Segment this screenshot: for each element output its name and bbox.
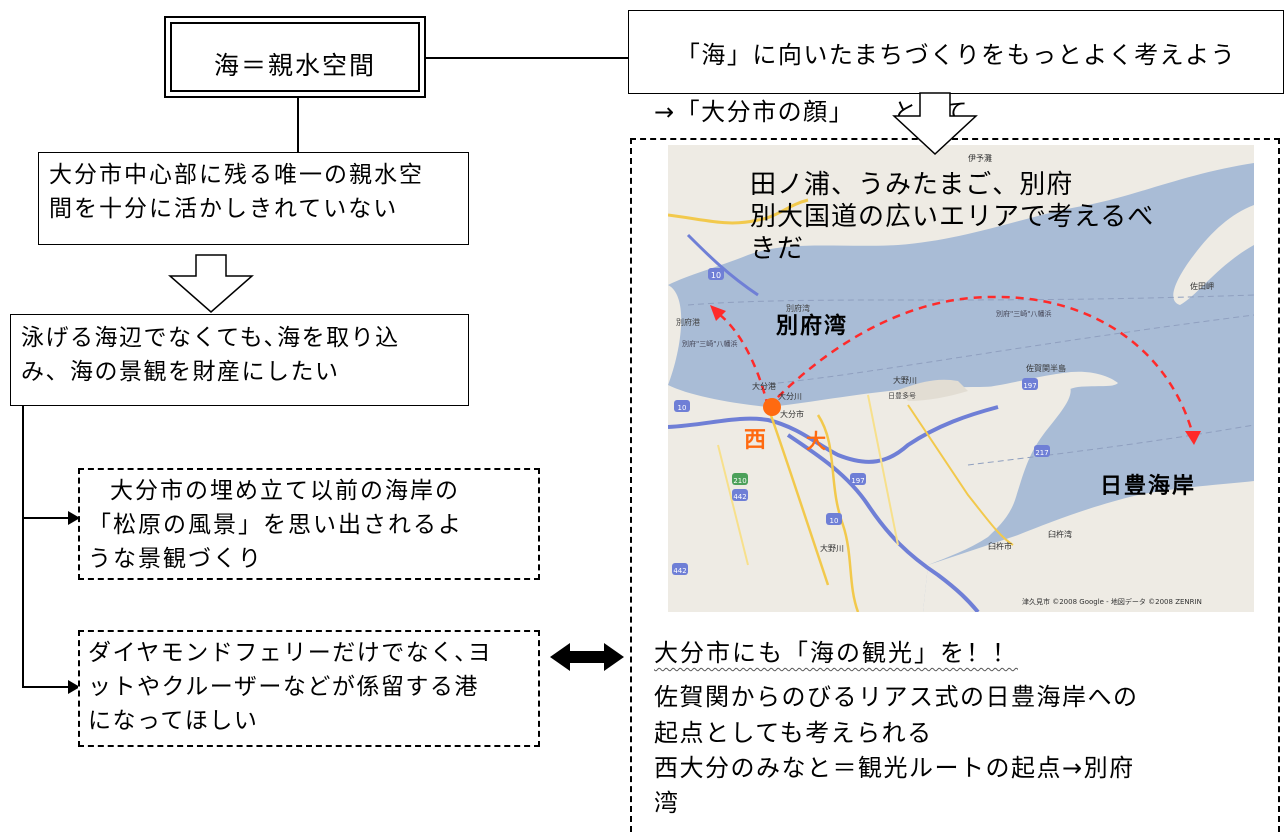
- map-label-onogawa2: 大野川: [820, 544, 844, 553]
- route-shield-label: 10: [830, 517, 839, 525]
- bracket-branch-1: [22, 517, 74, 519]
- box-harbor-line-1: ダイヤモンドフェリーだけでなく､ヨ: [88, 640, 493, 666]
- box-harbor: ダイヤモンドフェリーだけでなく､ヨ ットやクルーザーなどが係留する港 になってほ…: [78, 630, 540, 747]
- right-panel: [630, 138, 1280, 832]
- map-label-usukishi: 臼杵市: [988, 542, 1012, 551]
- map-label-oitako: 大分港: [752, 382, 776, 391]
- box-problem: 大分市中心部に残る唯一の親水空 間を十分に活かしきれていない: [38, 152, 469, 245]
- route-shield-label: 10: [711, 271, 721, 280]
- map-label-ferry-route: 別府"三崎"八幡浜: [996, 310, 1052, 318]
- arrow-right-icon: [68, 511, 80, 525]
- box-goal-line-1: 泳げる海辺でなくても､海を取り込: [21, 325, 400, 351]
- map-overlay-line-3: きだ: [750, 234, 805, 264]
- bracket-branch-2: [22, 686, 74, 688]
- map-label-sadamisaki: 佐田岬: [1190, 282, 1214, 291]
- connector-title-down: [297, 98, 299, 152]
- box-harbor-line-2: ットやクルーザーなどが係留する港: [88, 674, 479, 700]
- map-label-beppuko: 別府港: [676, 318, 700, 327]
- route-shield-label: 210: [733, 477, 746, 485]
- down-arrow-icon: [892, 92, 978, 156]
- box-problem-line-1: 大分市中心部に残る唯一の親水空: [49, 162, 424, 188]
- map-label-saganoseki: 佐賀関半島: [1026, 364, 1066, 373]
- box-pine-line-3: うな景観づくり: [88, 546, 263, 572]
- box-harbor-line-3: になってほしい: [88, 708, 259, 734]
- box-pine-line-2: 「松原の風景」を思い出されるよ: [88, 512, 463, 538]
- map-label-dai: 大: [806, 429, 826, 453]
- map-label-onogawa: 大野川: [893, 376, 917, 385]
- map-overlay-line-2: 別大国道の広いエリアで考えるべ: [750, 202, 1155, 232]
- route-shield-label: 217: [1035, 449, 1048, 457]
- map-label-oitagawa: 大分川: [778, 392, 802, 401]
- bracket-vertical: [22, 406, 24, 686]
- map-label-oitashi: 大分市: [780, 410, 804, 419]
- map-overlay-line-1: 田ノ浦、うみたまご、別府: [750, 170, 1074, 200]
- box-goal-line-2: み、海の景観を財産にしたい: [21, 359, 340, 385]
- map-label-hitoyo-small: 日豊多号: [888, 392, 916, 400]
- route-shield-label: 197: [1023, 382, 1036, 390]
- map-label-usuki: 臼杵湾: [1048, 530, 1072, 539]
- box-problem-line-2: 間を十分に活かしきれていない: [49, 196, 399, 222]
- arrow-right-icon: [68, 680, 80, 694]
- connector-title-right: [426, 57, 630, 59]
- map-label-beppuwan-small: 別府湾: [786, 304, 810, 313]
- route-shield-label: 442: [733, 493, 746, 501]
- top-right-box-text: 「海」に向いたまちづくりをもっとよく考えよう: [675, 40, 1237, 69]
- box-pine-landscape: 大分市の埋め立て以前の海岸の 「松原の風景」を思い出されるよ うな景観づくり: [78, 468, 540, 580]
- map-label-iyonada: 伊予灘: [968, 154, 992, 163]
- down-arrow-icon: [168, 254, 254, 313]
- title-box: 海＝親水空間: [164, 16, 426, 98]
- box-pine-line-1: 大分市の埋め立て以前の海岸の: [110, 478, 460, 504]
- map-label-nishi: 西: [744, 428, 767, 453]
- top-right-box: 「海」に向いたまちづくりをもっとよく考えよう: [628, 10, 1284, 94]
- map-image: 10 197 217 210 442 442 197 10 10 別府湾 別府港…: [668, 145, 1254, 612]
- map-label-hitoyo-coast: 日豊海岸: [1100, 474, 1197, 499]
- box-goal: 泳げる海辺でなくても､海を取り込 み、海の景観を財産にしたい: [10, 314, 469, 406]
- page-title: 海＝親水空間: [170, 22, 420, 92]
- double-arrow-icon: [550, 643, 624, 671]
- map-label-ferry-route: 別府"三崎"八幡浜: [682, 340, 738, 348]
- map-label-beppu-bay: 別府湾: [776, 314, 849, 339]
- tourism-line-4: 湾: [654, 789, 680, 817]
- route-shield-label: 442: [673, 567, 686, 575]
- route-shield-label: 10: [678, 404, 687, 412]
- map-credit: 津久見市 ©2008 Google - 地図データ ©2008 ZENRIN: [1022, 598, 1202, 606]
- tourism-heading: 大分市にも「海の観光」を！！: [654, 639, 1018, 667]
- tourism-line-2: 起点としても考えられる: [654, 719, 933, 747]
- route-shield-label: 197: [851, 477, 864, 485]
- tourism-line-1: 佐賀関からのびるリアス式の日豊海岸への: [654, 683, 1139, 711]
- tourism-line-3: 西大分のみなと＝観光ルートの起点→別府: [654, 754, 1135, 782]
